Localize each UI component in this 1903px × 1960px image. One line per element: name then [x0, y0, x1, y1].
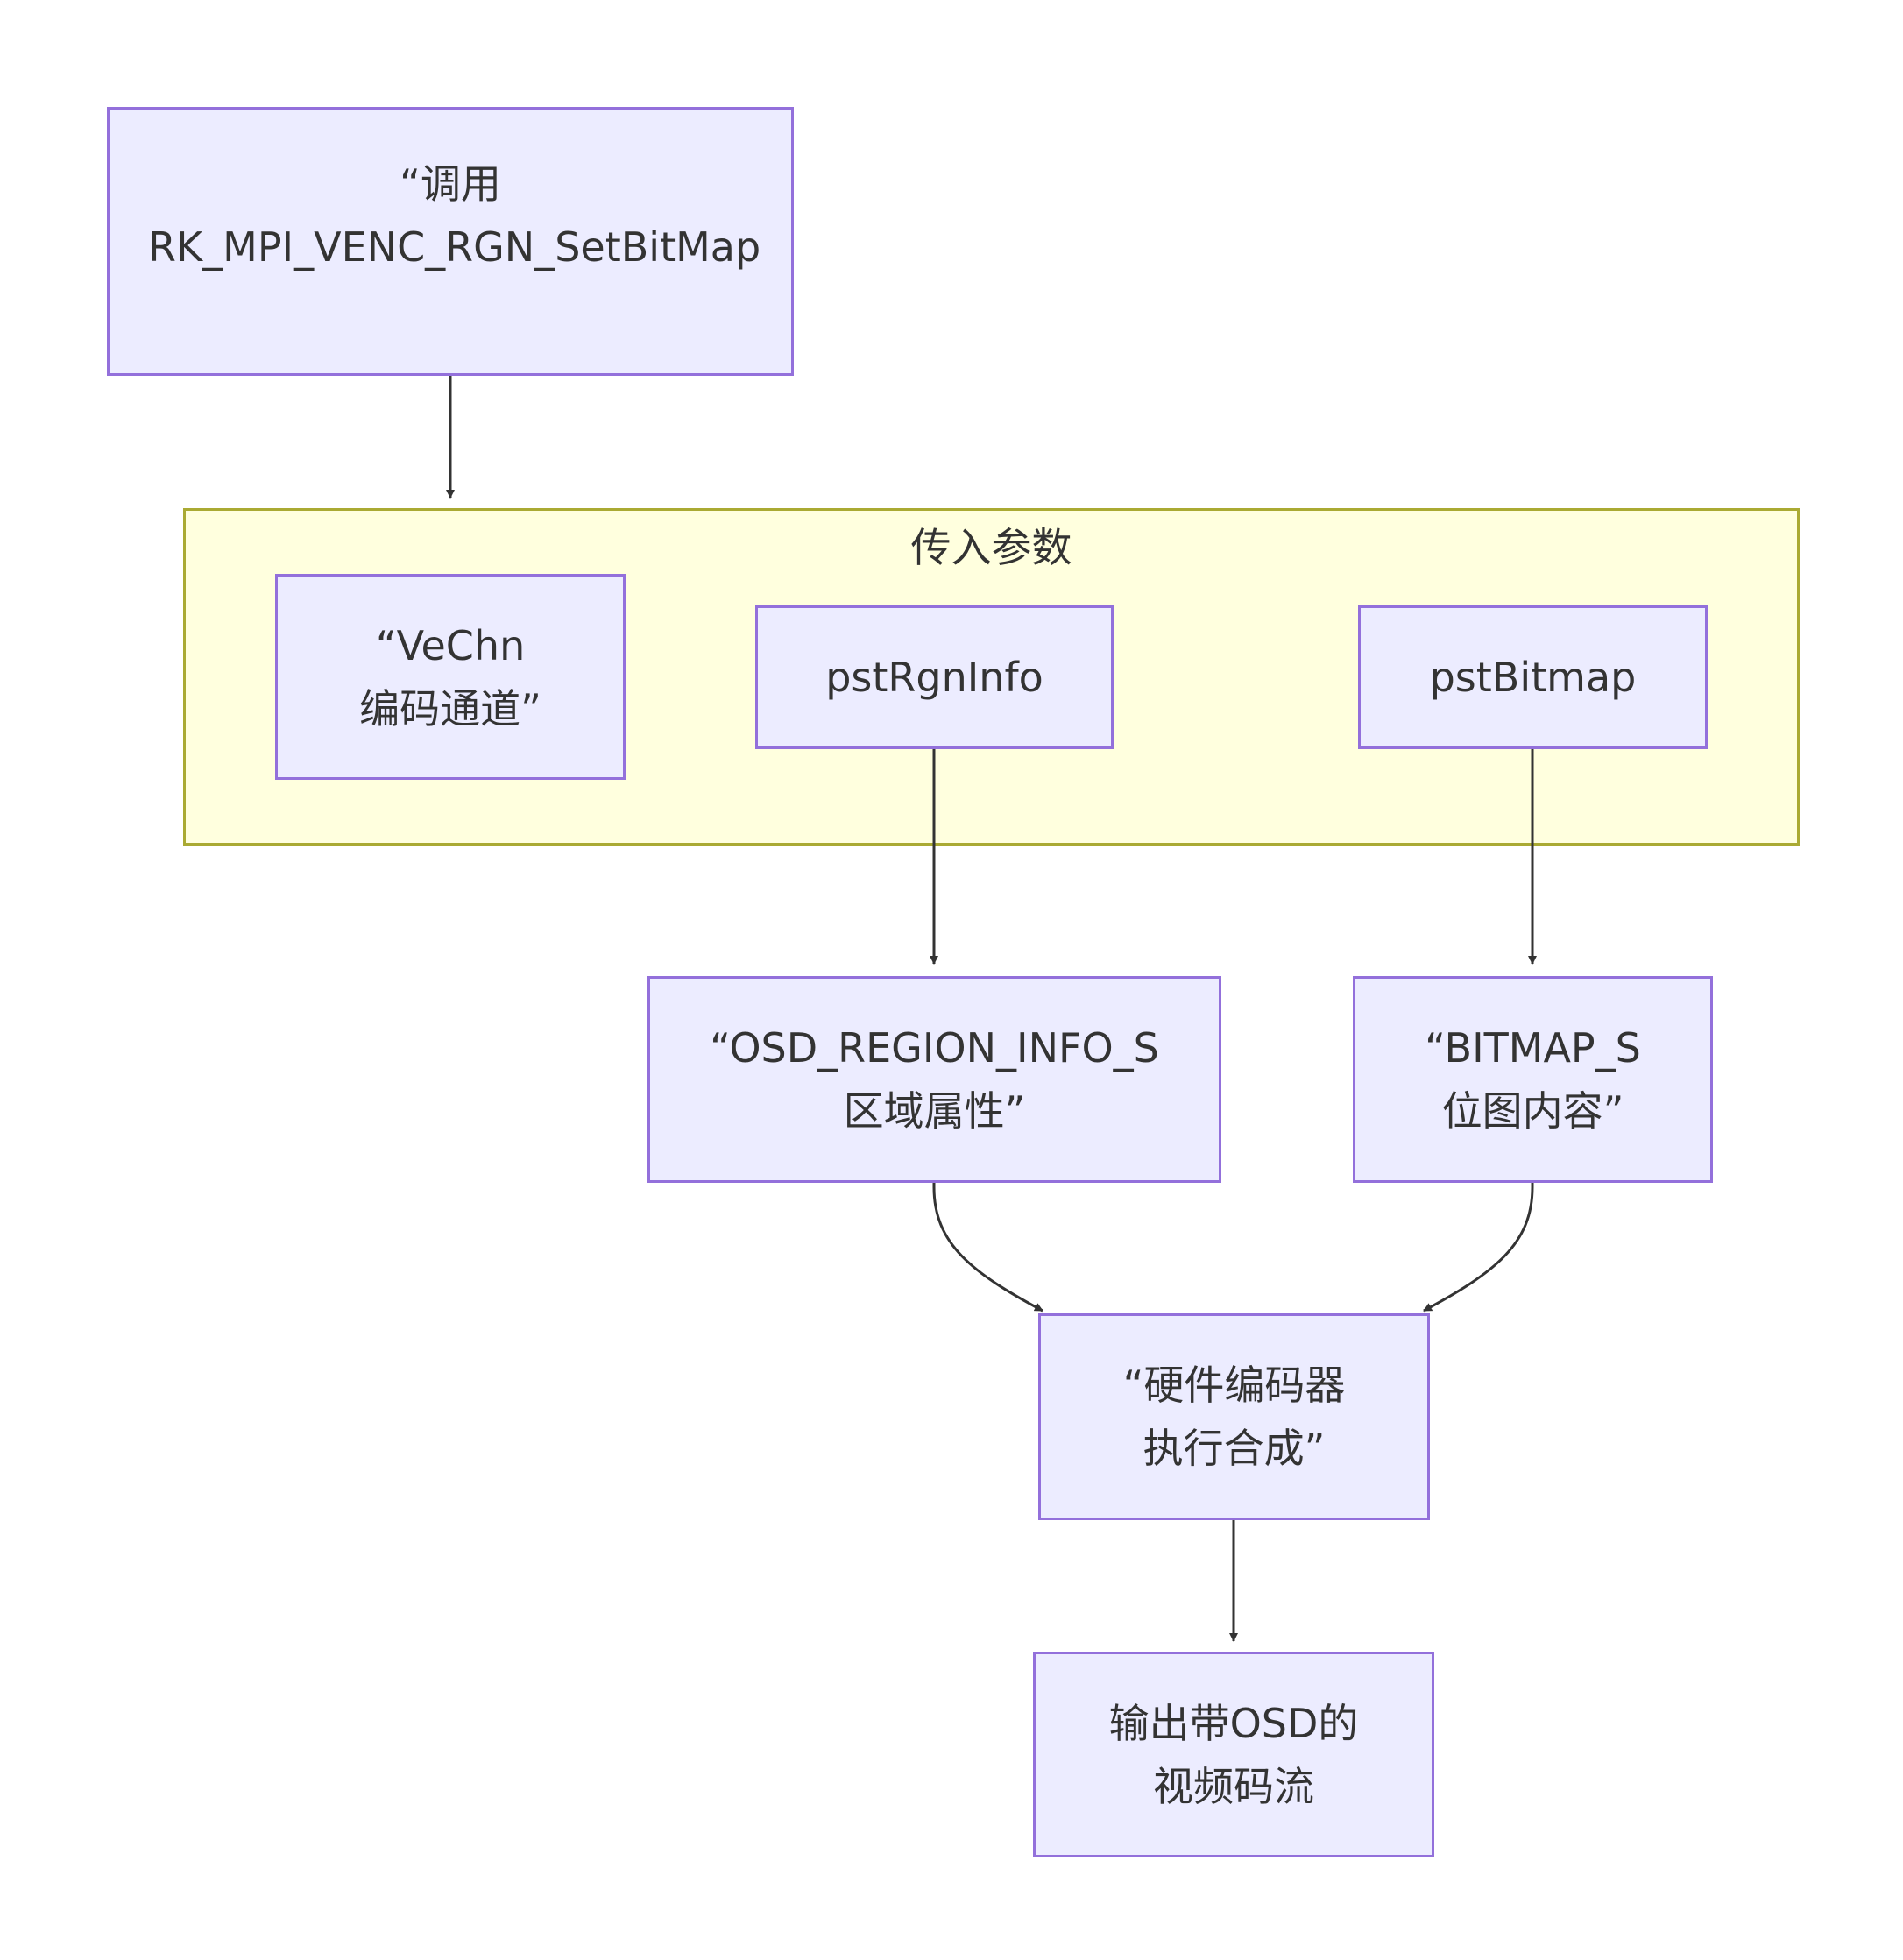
node-pst-rgn-info: pstRgnInfo [755, 605, 1114, 749]
node-call-api-label: “调用 RK_MPI_VENC_RGN_SetBitMap” [148, 160, 761, 271]
node-output-stream-label: 输出带OSD的 视频码流 [1108, 1699, 1359, 1810]
edge-bitmap-s-to-hw-encoder [1423, 1183, 1534, 1313]
node-vechn: “VeChn 编码通道” [275, 574, 626, 780]
node-osd-region-info: “OSD_REGION_INFO_S 区域属性” [647, 976, 1221, 1183]
node-hardware-encoder-label: “硬件编码器 执行合成” [1122, 1362, 1346, 1472]
node-vechn-label: “VeChn 编码通道” [359, 621, 541, 732]
node-pst-bitmap-label: pstBitmap [1429, 654, 1637, 701]
node-osd-region-info-label: “OSD_REGION_INFO_S 区域属性” [710, 1024, 1159, 1135]
edge-osd-region-to-hw-encoder [932, 1183, 1043, 1313]
node-pst-rgn-info-label: pstRgnInfo [825, 654, 1043, 701]
node-bitmap-s: “BITMAP_S 位图内容” [1353, 976, 1713, 1183]
node-call-api: “调用 RK_MPI_VENC_RGN_SetBitMap” [107, 107, 794, 376]
node-output-stream: 输出带OSD的 视频码流 [1033, 1652, 1434, 1857]
node-pst-bitmap: pstBitmap [1358, 605, 1708, 749]
node-hardware-encoder: “硬件编码器 执行合成” [1038, 1313, 1430, 1520]
node-bitmap-s-label: “BITMAP_S 位图内容” [1425, 1024, 1641, 1135]
cluster-title: 传入参数 [910, 524, 1072, 571]
